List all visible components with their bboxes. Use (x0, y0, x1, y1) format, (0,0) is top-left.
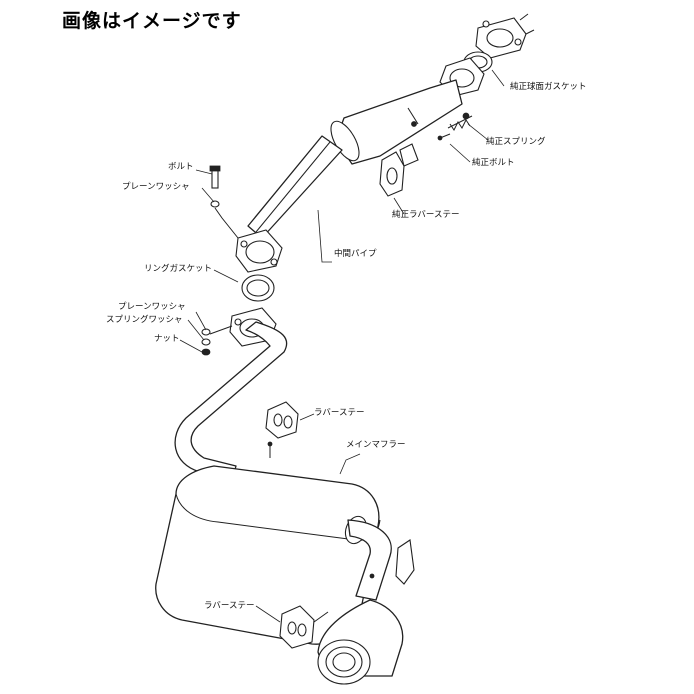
label-rubber-stay-upper: ラバーステー (314, 408, 365, 418)
catalyst-body (330, 79, 463, 165)
label-oem-rubber-stay: 純正ラバーステー (392, 210, 460, 220)
middle-flange (235, 229, 283, 273)
tail-finisher (317, 599, 404, 685)
label-oem-bolt: 純正ボルト (472, 158, 515, 168)
bolt-part (209, 165, 239, 239)
label-plain-washer: プレーンワッシャ (118, 302, 186, 312)
rubber-stay-lower-part (279, 605, 329, 649)
label-middle-pipe: 中間パイプ (334, 249, 377, 259)
washers-nut-part (201, 325, 233, 356)
leader-lines (179, 69, 505, 623)
label-bolt: ボルト (168, 162, 194, 172)
label-oem-ball-gasket: 純正球面ガスケット (510, 82, 587, 92)
oem-rubber-stay-part (379, 143, 419, 197)
label-main-muffler: メインマフラー (346, 440, 406, 450)
oem-spring-part (437, 112, 473, 141)
label-plain-washer-top: プレーンワッシャ (122, 182, 190, 192)
label-rubber-stay-lower: ラバーステー (204, 601, 255, 611)
label-ring-gasket: リングガスケット (144, 264, 213, 274)
label-oem-spring: 純正スプリング (486, 137, 546, 147)
label-spring-washer: スプリングワッシャ (106, 315, 183, 325)
image-notice-title: 画像はイメージです (62, 10, 242, 32)
ring-gasket-part (241, 274, 275, 302)
top-flange (475, 13, 535, 59)
middle-pipe (247, 135, 343, 239)
rubber-stay-upper-part (265, 401, 299, 458)
muffler-outlet-pipe (347, 519, 415, 601)
label-nut: ナット (154, 334, 180, 344)
